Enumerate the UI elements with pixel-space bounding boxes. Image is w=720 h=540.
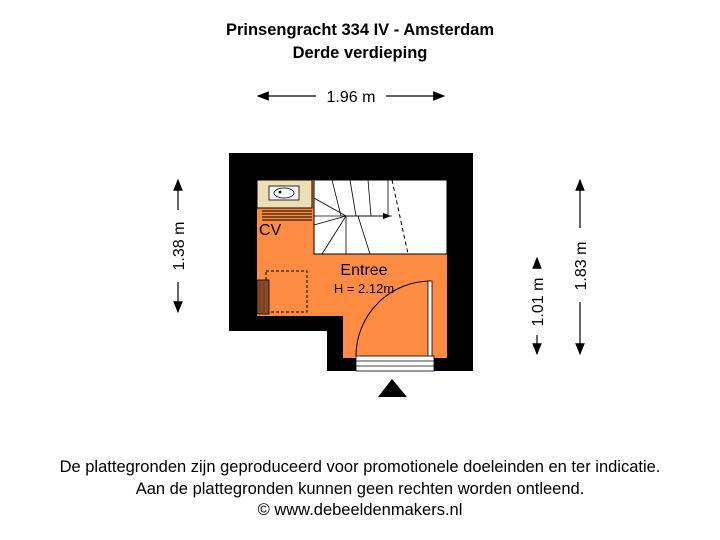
dimension-top-label: 1.96 m <box>327 89 376 106</box>
cv-cupboard <box>256 179 313 221</box>
room-height: H = 2.12m <box>334 281 394 296</box>
floor-subtitle: Derde verdieping <box>292 44 428 62</box>
dimension-right-outer: 1.83 m <box>573 178 590 356</box>
cabinet <box>256 279 270 315</box>
plan-title: Prinsengracht 334 IV - Amsterdam <box>225 21 495 39</box>
room-name: Entree <box>340 262 387 279</box>
disclaimer-line-1: De plattegronden zijn geproduceerd voor … <box>59 458 661 476</box>
entrance-door <box>355 280 435 372</box>
dimension-right-inner: 1.01 m <box>530 256 547 356</box>
disclaimer-line-2: Aan de plattegronden kunnen geen rechten… <box>135 480 585 498</box>
copyright-line: © www.debeeldenmakers.nl <box>257 501 463 519</box>
staircase <box>313 179 448 255</box>
dimension-right-outer-label: 1.83 m <box>573 242 590 291</box>
entrance-arrow-icon <box>378 379 407 397</box>
dimension-right-inner-label: 1.01 m <box>530 278 547 327</box>
dimension-left: 1.38 m <box>171 178 188 314</box>
hatch-outline <box>265 270 308 313</box>
cv-label: CV <box>259 222 282 239</box>
dimension-top: 1.96 m <box>256 89 446 106</box>
dimension-left-label: 1.38 m <box>171 222 188 271</box>
